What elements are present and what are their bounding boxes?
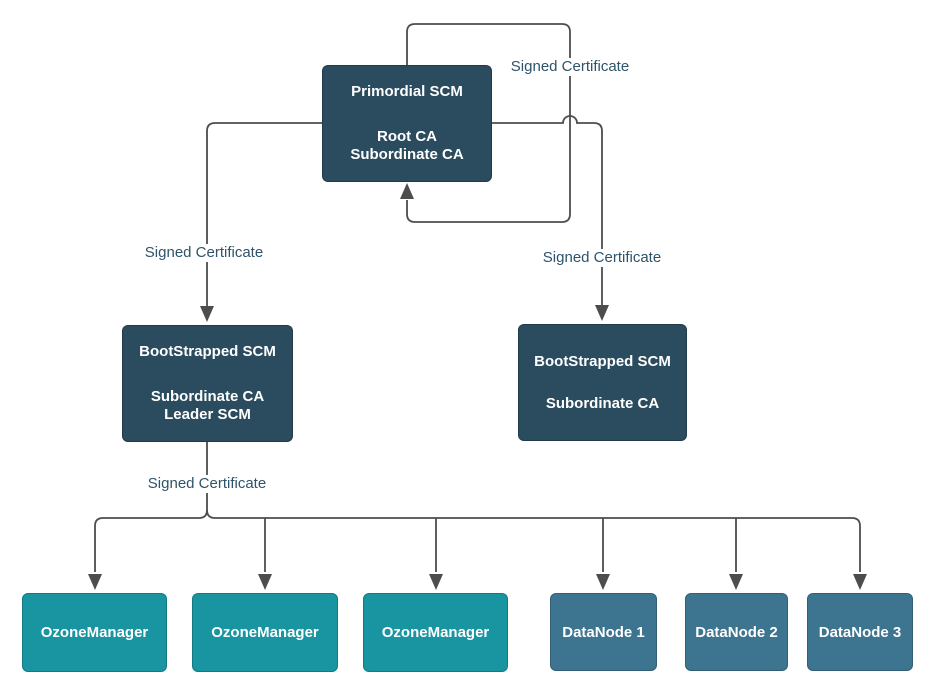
node-primordial-scm-title: Primordial SCM (351, 83, 463, 100)
label-signed-certificate-follower: Signed Certificate (539, 249, 665, 267)
node-bootstrapped-follower-roles: Subordinate CA (546, 395, 659, 413)
node-ozonemanager-3: OzoneManager (363, 593, 508, 672)
node-bootstrapped-leader-role-leader-scm: Leader SCM (164, 406, 251, 423)
arrowhead-leaf-4 (596, 574, 610, 590)
label-signed-certificate-self: Signed Certificate (507, 58, 633, 76)
node-primordial-role-root-ca: Root CA (377, 128, 437, 145)
node-primordial-scm-roles: Root CA Subordinate CA (350, 128, 463, 164)
node-datanode-2: DataNode 2 (685, 593, 788, 671)
node-primordial-role-subordinate-ca: Subordinate CA (350, 146, 464, 163)
edge-fanout-right-arm (206, 509, 861, 572)
node-bootstrapped-follower-title: BootStrapped SCM (534, 352, 671, 370)
node-bootstrapped-scm-leader: BootStrapped SCM Subordinate CA Leader S… (122, 325, 293, 442)
node-bootstrapped-scm-follower: BootStrapped SCM Subordinate CA (518, 324, 687, 441)
node-ozonemanager-1: OzoneManager (22, 593, 167, 672)
node-datanode-1: DataNode 1 (550, 593, 657, 671)
arrowhead-leaf-3 (429, 574, 443, 590)
edge-to-leader-scm (206, 122, 322, 307)
node-primordial-scm: Primordial SCM Root CA Subordinate CA (322, 65, 492, 182)
arrowhead-leaf-1 (88, 574, 102, 590)
edge-to-follower-scm (492, 115, 603, 306)
arrowhead-self-signed (400, 183, 414, 199)
node-ozonemanager-2: OzoneManager (192, 593, 338, 672)
arrowhead-leaf-2 (258, 574, 272, 590)
edge-fanout-left-arm (94, 442, 208, 572)
arrowhead-leaf-6 (853, 574, 867, 590)
arrowhead-to-follower (595, 305, 609, 321)
node-datanode-3: DataNode 3 (807, 593, 913, 671)
node-bootstrapped-leader-role-subordinate-ca: Subordinate CA (150, 388, 265, 405)
arrowhead-leaf-5 (729, 574, 743, 590)
label-signed-certificate-leader: Signed Certificate (141, 244, 267, 262)
edge-self-signed (406, 23, 571, 223)
node-bootstrapped-leader-roles: Subordinate CA Leader SCM (151, 388, 264, 424)
node-bootstrapped-follower-role-subordinate-ca: Subordinate CA (545, 394, 660, 412)
label-signed-certificate-services: Signed Certificate (144, 475, 270, 493)
arrowhead-to-leader (200, 306, 214, 322)
node-bootstrapped-leader-title: BootStrapped SCM (139, 343, 276, 360)
